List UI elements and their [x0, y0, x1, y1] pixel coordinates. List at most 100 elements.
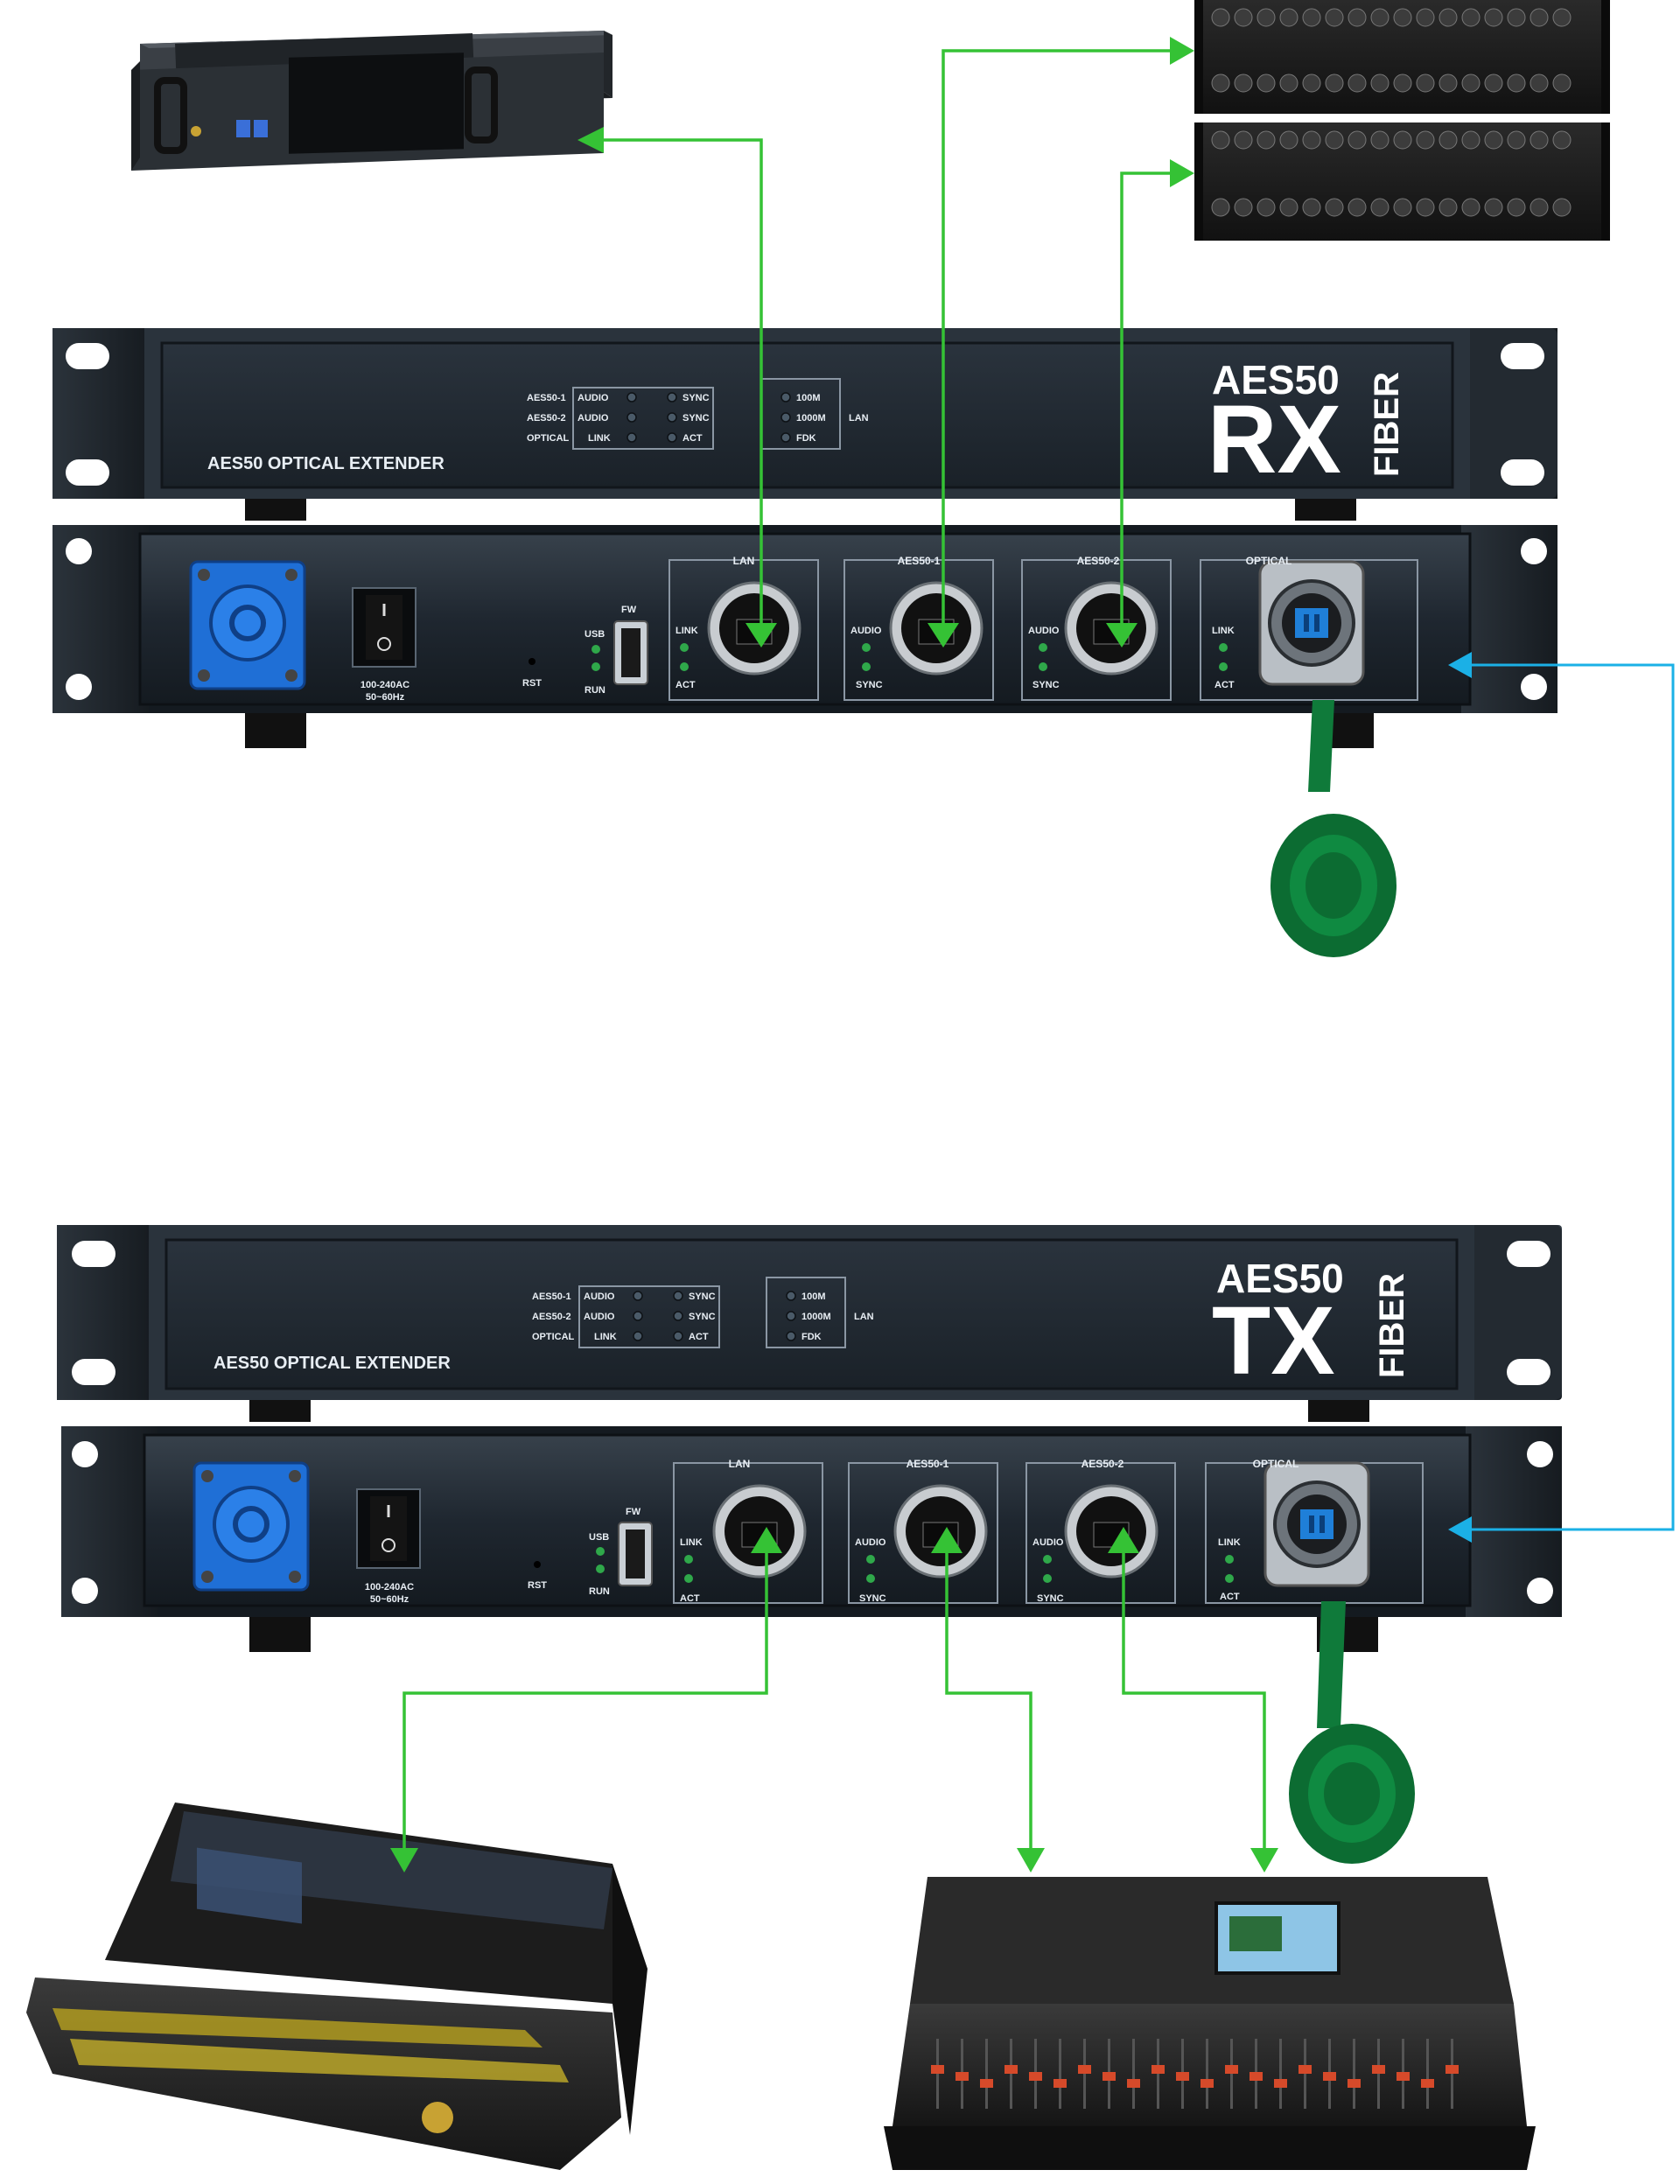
rx-lan-label-3: FDK	[796, 433, 816, 444]
arrowhead-lighting-console	[390, 1848, 418, 1872]
tx-model-top: AES50	[1216, 1256, 1344, 1301]
arrowhead-tx-aes50-1	[931, 1527, 962, 1553]
rx-power-connector[interactable]	[189, 560, 306, 690]
xlr-jack	[1461, 74, 1480, 93]
tx-power-freq: 50~60Hz	[370, 1594, 410, 1605]
xlr-jack	[1211, 130, 1230, 150]
rx-left-label-1: AUDIO	[578, 393, 609, 403]
rx-aes50-1-title: AES50-1	[898, 555, 941, 567]
rx-lan-port-title: LAN	[733, 555, 755, 567]
rx-lan-title: LAN	[849, 413, 869, 424]
rx-lan-led-1	[680, 643, 689, 652]
xlr-jack	[1279, 74, 1298, 93]
link-rx-aes50-1-stagebox-1	[942, 49, 1177, 639]
rx-power-freq: 50~60Hz	[366, 692, 405, 703]
tx-aes50-1-led1-label: AUDIO	[855, 1537, 886, 1548]
tx-aes50-2-led2-label: SYNC	[1037, 1593, 1064, 1604]
rx-usb-label: USB	[584, 629, 605, 640]
rx-led-fdk	[780, 432, 791, 443]
rx-left-label-2: AUDIO	[578, 413, 609, 424]
rx-usb-led	[592, 645, 600, 654]
link-rx-lan-media-server	[599, 138, 763, 639]
xlr-jack	[1211, 8, 1230, 27]
rx-power-rating: 100-240AC	[360, 680, 410, 690]
xlr-jack	[1507, 130, 1526, 150]
fader-cap	[1446, 2065, 1459, 2074]
xlr-jack	[1302, 130, 1321, 150]
rx-optical-dust-cap	[1270, 700, 1396, 957]
xlr-jack	[1279, 198, 1298, 217]
tx-lan-led-2	[684, 1574, 693, 1583]
xlr-jack	[1552, 130, 1572, 150]
tx-led-sync-1	[673, 1291, 683, 1301]
arrowhead-mixer-2	[1250, 1848, 1278, 1872]
tx-power-switch[interactable]	[356, 1488, 421, 1569]
arrowhead-stagebox-1	[1170, 37, 1194, 65]
rx-usb-port[interactable]	[613, 620, 648, 685]
rx-aes50-2-led-1	[1039, 643, 1047, 652]
tx-model-big: TX	[1212, 1287, 1335, 1395]
tx-right-label-3: ACT	[689, 1332, 709, 1342]
xlr-jack	[1370, 198, 1390, 217]
tx-aes50-1-port[interactable]	[848, 1462, 998, 1604]
tx-lan-label-2: 1000M	[802, 1312, 831, 1322]
arrowhead-media-server	[578, 127, 604, 153]
xlr-jack	[1234, 130, 1253, 150]
rx-led-100m	[780, 392, 791, 402]
tx-lan-led1-label: LINK	[680, 1537, 703, 1548]
rx-fw-label: FW	[621, 605, 637, 615]
tx-led-act	[673, 1331, 683, 1341]
fader-cap	[1348, 2079, 1361, 2088]
xlr-jack	[1461, 130, 1480, 150]
tx-left-label-2: AUDIO	[584, 1312, 615, 1322]
xlr-jack	[1530, 130, 1549, 150]
tx-usb-label: USB	[589, 1532, 609, 1543]
xlr-jack	[1325, 74, 1344, 93]
tx-row-label-1: AES50-1	[532, 1292, 571, 1302]
link-tx-aes50-2-mixer	[1122, 1540, 1266, 1855]
rx-power-switch[interactable]	[352, 587, 416, 668]
tx-led-1000m	[786, 1311, 796, 1321]
tx-run-label: RUN	[589, 1586, 610, 1597]
fader-cap	[1102, 2072, 1116, 2081]
xlr-jack	[1234, 198, 1253, 217]
rx-model-big: RX	[1208, 386, 1341, 494]
tx-right-label-1: SYNC	[689, 1292, 716, 1302]
tx-aes50-2-title: AES50-2	[1082, 1458, 1124, 1470]
tx-front-panel: AES50-1 AES50-2 OPTICAL AUDIO AUDIO LINK…	[57, 1225, 1562, 1422]
fader-cap	[1127, 2079, 1140, 2088]
xlr-jack	[1325, 130, 1344, 150]
rx-optical-led-2	[1219, 662, 1228, 671]
tx-usb-port[interactable]	[618, 1522, 653, 1586]
rx-aes50-1-led-1	[862, 643, 871, 652]
rx-reset-hole[interactable]	[528, 658, 536, 665]
arrowhead-tx-aes50-2	[1108, 1527, 1139, 1553]
tx-aes50-2-led-1	[1043, 1555, 1052, 1564]
link-tx-aes50-1-mixer	[945, 1540, 1032, 1855]
xlr-jack	[1325, 8, 1344, 27]
tx-power-connector[interactable]	[192, 1461, 310, 1592]
xlr-jack	[1416, 8, 1435, 27]
arrowhead-rx-lan	[746, 623, 777, 648]
tx-power-rating: 100-240AC	[365, 1582, 414, 1592]
rx-led-1000m	[780, 412, 791, 423]
tx-optical-led-2	[1225, 1574, 1234, 1583]
arrowhead-rx-aes50-1	[928, 623, 959, 648]
xlr-jack	[1393, 130, 1412, 150]
arrowhead-tx-lan	[751, 1527, 782, 1553]
xlr-jack	[1530, 8, 1549, 27]
tx-reset-hole[interactable]	[534, 1561, 541, 1568]
arrowhead-fiber-rx	[1448, 652, 1472, 678]
xlr-jack	[1507, 74, 1526, 93]
tx-led-audio-2	[633, 1311, 643, 1321]
rx-led-audio-2	[626, 412, 637, 423]
tx-optical-port[interactable]	[1205, 1461, 1424, 1604]
rx-optical-led1-label: LINK	[1212, 626, 1235, 636]
xlr-jack	[1484, 8, 1503, 27]
fader-cap	[1225, 2065, 1238, 2074]
xlr-jack	[1416, 130, 1435, 150]
xlr-jack	[1438, 8, 1458, 27]
xlr-jack	[1302, 74, 1321, 93]
rx-right-label-1: SYNC	[682, 393, 710, 403]
rx-optical-port[interactable]	[1200, 559, 1418, 701]
